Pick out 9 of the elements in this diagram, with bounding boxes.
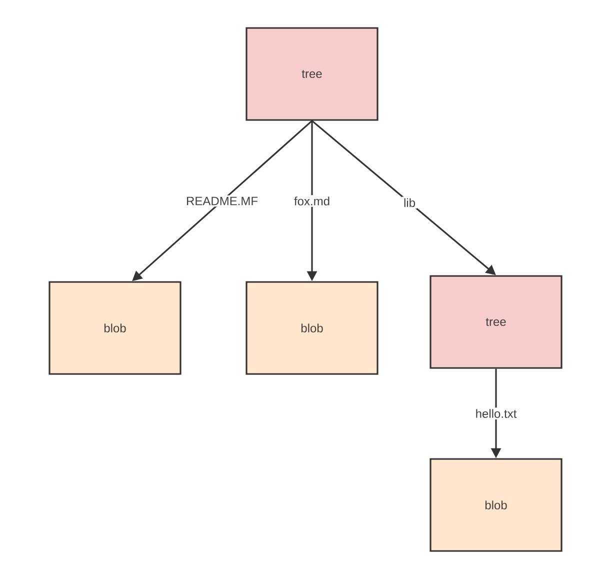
tree-box: tree bbox=[430, 275, 562, 369]
edge-label: lib bbox=[402, 196, 418, 209]
edge-label: README.MF bbox=[184, 195, 260, 207]
edge-label: fox.md bbox=[292, 195, 332, 207]
blob-box: blob bbox=[48, 281, 182, 375]
tree-box: tree bbox=[246, 27, 378, 121]
blob-box: blob bbox=[430, 458, 562, 552]
blob-box: blob bbox=[246, 281, 378, 375]
edge-label: hello.txt bbox=[474, 408, 518, 420]
